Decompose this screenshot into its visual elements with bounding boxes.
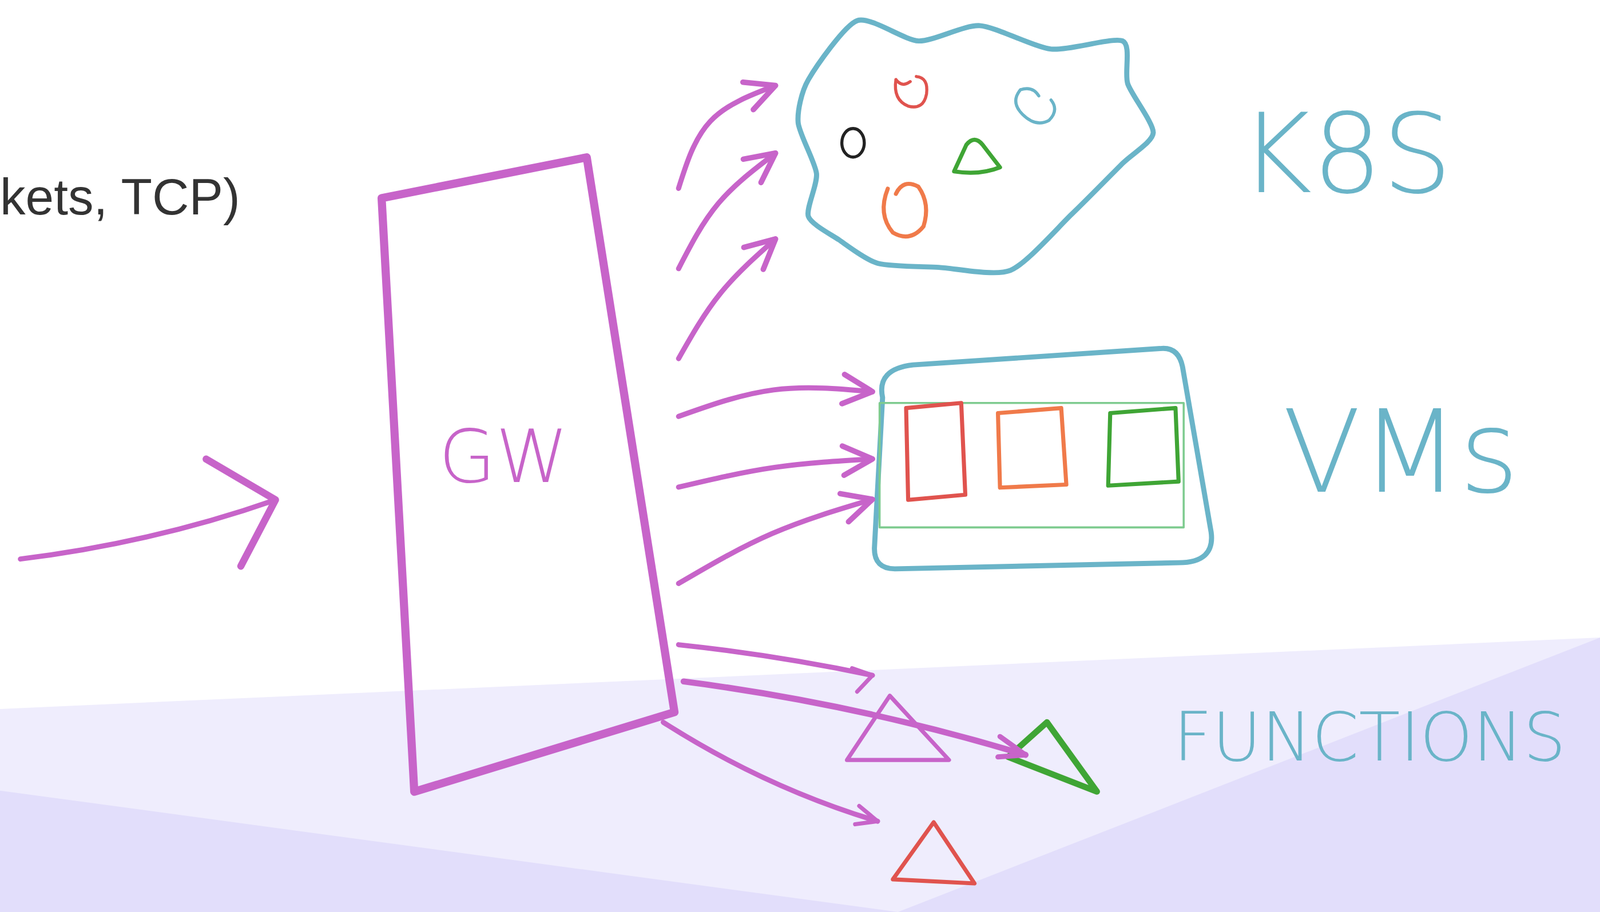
function-arrow — [678, 645, 873, 677]
note-text: kets, TCP) — [0, 171, 241, 223]
function-arrow — [662, 722, 878, 822]
vm-group: VMs — [872, 346, 1215, 571]
connector-arrow — [678, 387, 873, 417]
cluster-outline — [797, 20, 1154, 273]
node-heading: K8S — [1239, 98, 1452, 210]
background-band — [0, 791, 899, 912]
arrow-head — [855, 806, 878, 825]
connector-arrow — [678, 153, 776, 269]
connector-arrow — [678, 499, 873, 584]
background-band — [0, 637, 1600, 912]
gateway-box: GW — [377, 153, 679, 797]
node-label: GW — [438, 420, 569, 494]
function-arrow — [683, 681, 1026, 756]
vm-symbol — [998, 408, 1067, 488]
vm-outline — [874, 348, 1212, 570]
node-heading: VMs — [1282, 395, 1519, 511]
function-symbol — [1007, 722, 1097, 792]
cluster-cloud: K8S — [775, 15, 1159, 276]
vm-symbol — [1108, 408, 1179, 487]
pod-symbol — [842, 128, 865, 158]
vm-frame — [879, 403, 1185, 528]
connector-arrow — [678, 459, 873, 488]
pod-symbol — [1015, 88, 1055, 123]
connector-arrow — [678, 239, 776, 359]
gateway-outline — [381, 157, 675, 793]
connector-arrow — [678, 85, 776, 189]
arrow-head — [205, 459, 276, 567]
vm-symbol — [906, 403, 966, 500]
incoming-arrow — [20, 499, 276, 559]
node-outline — [872, 346, 1215, 571]
background-band — [898, 637, 1600, 912]
arrow-head — [998, 736, 1026, 758]
group-heading: FUNCTIONS — [1173, 704, 1566, 772]
pod-symbol — [954, 139, 1000, 173]
pod-symbol — [883, 184, 927, 237]
node-outline — [775, 15, 1159, 276]
arrow-head — [851, 668, 873, 693]
function-symbol — [847, 696, 950, 761]
pod-symbol — [895, 76, 927, 107]
function-symbol — [892, 822, 975, 884]
